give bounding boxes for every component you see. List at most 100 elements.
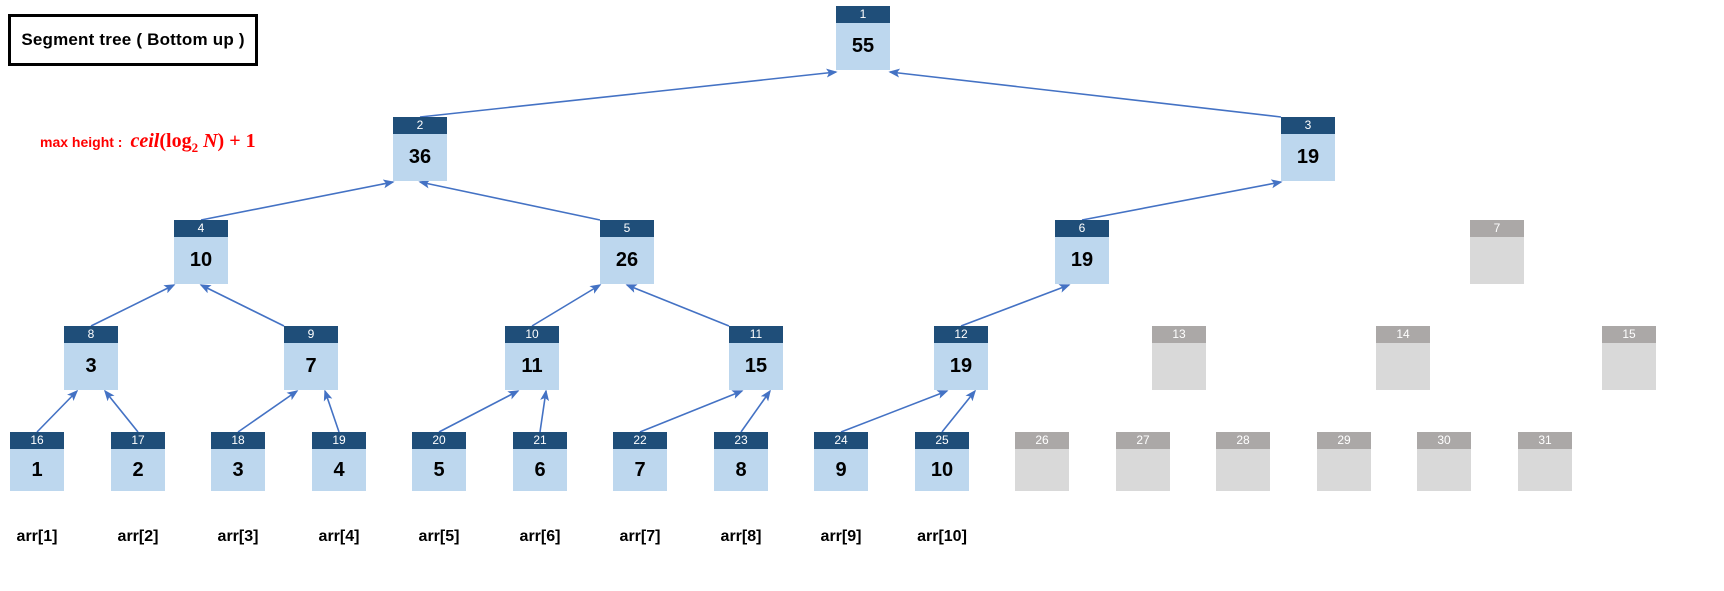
formula-expression: ceil(log2 N) + 1: [130, 130, 255, 156]
node-value-label: 15: [729, 343, 783, 390]
node-value-label: [1317, 449, 1371, 491]
node-index-label: 25: [915, 432, 969, 449]
node-value-label: 5: [412, 449, 466, 491]
tree-node-7[interactable]: 7: [1470, 220, 1524, 284]
tree-node-15[interactable]: 15: [1602, 326, 1656, 390]
node-value-label: 7: [613, 449, 667, 491]
tree-edge: [840, 390, 949, 433]
node-index-label: 7: [1470, 220, 1524, 237]
tree-edge: [941, 389, 977, 433]
node-index-label: 1: [836, 6, 890, 23]
formula-n: N: [203, 130, 218, 152]
tree-edge: [1081, 179, 1283, 221]
node-index-label: 13: [1152, 326, 1206, 343]
node-index-label: 8: [64, 326, 118, 343]
tree-node-27[interactable]: 27: [1116, 432, 1170, 491]
diagram-title-box: Segment tree ( Bottom up ): [8, 14, 258, 66]
tree-edge: [323, 389, 340, 433]
node-value-label: [1015, 449, 1069, 491]
formula-log-base: 2: [191, 140, 199, 155]
node-index-label: 10: [505, 326, 559, 343]
array-index-label-24: arr[9]: [820, 528, 862, 545]
tree-edge: [418, 179, 601, 221]
tree-edge: [199, 284, 285, 327]
tree-node-26[interactable]: 26: [1015, 432, 1069, 491]
node-index-label: 23: [714, 432, 768, 449]
formula-label: max height :: [40, 134, 123, 150]
tree-edge: [237, 390, 299, 433]
node-value-label: [1470, 237, 1524, 284]
node-index-label: 12: [934, 326, 988, 343]
tree-edge: [960, 284, 1071, 327]
tree-node-29[interactable]: 29: [1317, 432, 1371, 491]
diagram-title-text: Segment tree ( Bottom up ): [21, 30, 245, 49]
node-value-label: [1417, 449, 1471, 491]
tree-node-30[interactable]: 30: [1417, 432, 1471, 491]
tree-node-31[interactable]: 31: [1518, 432, 1572, 491]
node-index-label: 2: [393, 117, 447, 134]
node-index-label: 31: [1518, 432, 1572, 449]
node-value-label: [1376, 343, 1430, 390]
node-index-label: 22: [613, 432, 667, 449]
node-index-label: 11: [729, 326, 783, 343]
node-index-label: 3: [1281, 117, 1335, 134]
node-value-label: [1152, 343, 1206, 390]
formula-log: log: [166, 130, 192, 152]
tree-node-28[interactable]: 28: [1216, 432, 1270, 491]
node-value-label: 11: [505, 343, 559, 390]
array-index-label-21: arr[6]: [519, 528, 561, 545]
node-index-label: 18: [211, 432, 265, 449]
node-index-label: 20: [412, 432, 466, 449]
tree-edge: [625, 284, 730, 327]
node-index-label: 17: [111, 432, 165, 449]
node-index-label: 28: [1216, 432, 1270, 449]
node-index-label: 21: [513, 432, 567, 449]
node-value-label: 3: [211, 449, 265, 491]
node-index-label: 5: [600, 220, 654, 237]
tree-edge: [438, 390, 520, 433]
node-index-label: 19: [312, 432, 366, 449]
tree-node-14[interactable]: 14: [1376, 326, 1430, 390]
node-index-label: 26: [1015, 432, 1069, 449]
node-index-label: 16: [10, 432, 64, 449]
node-index-label: 6: [1055, 220, 1109, 237]
array-index-label-20: arr[5]: [418, 528, 460, 545]
node-value-label: 7: [284, 343, 338, 390]
node-value-label: 8: [714, 449, 768, 491]
node-index-label: 29: [1317, 432, 1371, 449]
node-value-label: [1116, 449, 1170, 491]
tree-edge: [539, 389, 550, 433]
node-index-label: 14: [1376, 326, 1430, 343]
formula-paren-open: (: [159, 130, 167, 152]
node-value-label: 10: [174, 237, 228, 284]
tree-node-13[interactable]: 13: [1152, 326, 1206, 390]
tree-edge: [888, 68, 1282, 118]
node-value-label: [1602, 343, 1656, 390]
node-index-label: 30: [1417, 432, 1471, 449]
node-value-label: [1518, 449, 1572, 491]
node-value-label: 19: [934, 343, 988, 390]
